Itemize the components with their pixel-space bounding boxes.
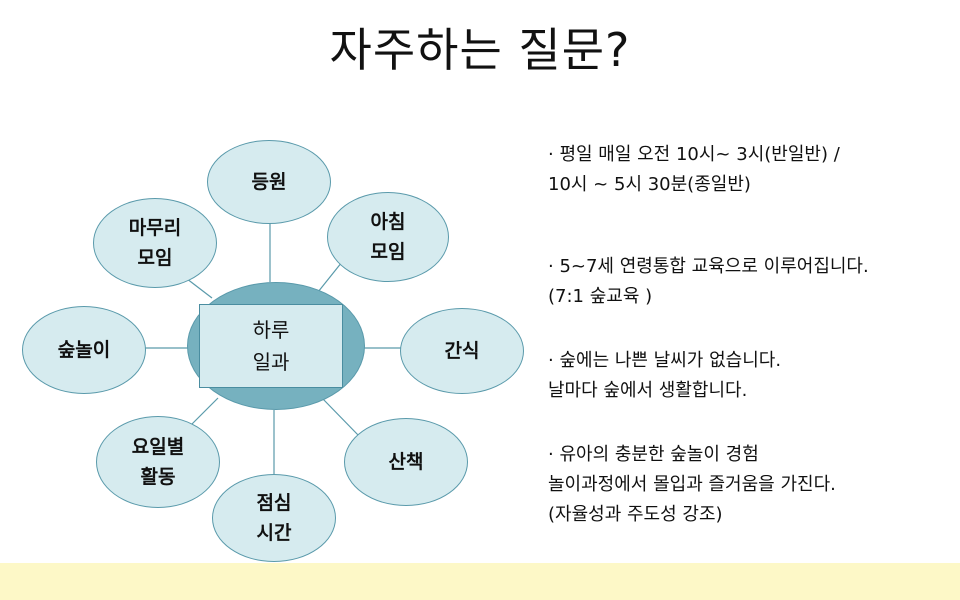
node-label: 간식 (444, 340, 480, 362)
faq-line: · 숲에는 나쁜 날씨가 없습니다. (548, 350, 782, 371)
faq-line: · 평일 매일 오전 10시~ 3시(반일반) / (548, 144, 840, 165)
faq-line: · 유아의 충분한 숲놀이 경험 (548, 444, 759, 465)
faq-item-weather: · 숲에는 나쁜 날씨가 없습니다. 날마다 숲에서 생활합니다. (548, 346, 781, 406)
footer-band (0, 563, 960, 600)
node-snack: 간식 (400, 308, 524, 394)
faq-line: 10시 ~ 5시 30분(종일반) (548, 174, 751, 195)
node-label: 아침 (370, 211, 406, 233)
node-label: 시간 (256, 522, 292, 544)
node-label: 요일별 (131, 436, 185, 458)
center-label-line-2: 일과 (252, 350, 290, 374)
node-drop-off: 등원 (207, 140, 331, 224)
node-label: 모임 (137, 247, 173, 269)
center-label-line-1: 하루 (252, 318, 290, 342)
node-walk: 산책 (344, 418, 468, 506)
faq-line: (자율성과 주도성 강조) (548, 504, 723, 525)
node-closing-meeting: 마무리 모임 (93, 198, 217, 288)
node-weekday-activity: 요일별 활동 (96, 416, 220, 508)
node-label: 숲놀이 (57, 339, 111, 361)
page-title: 자주하는 질문? (329, 23, 631, 77)
center-label-box: 하루 일과 (199, 304, 343, 388)
node-lunch: 점심 시간 (212, 474, 336, 562)
node-label: 활동 (140, 466, 176, 488)
faq-item-ages: · 5~7세 연령통합 교육으로 이루어집니다. (7:1 숲교육 ) (548, 252, 869, 312)
connector-weekday-activity (189, 397, 219, 427)
faq-line: (7:1 숲교육 ) (548, 286, 653, 307)
node-label: 등원 (251, 171, 287, 193)
node-label: 마무리 (128, 217, 182, 239)
node-label: 점심 (256, 492, 292, 514)
faq-line: 날마다 숲에서 생활합니다. (548, 380, 748, 401)
node-morning-meeting: 아침 모임 (327, 192, 449, 282)
faq-line: · 5~7세 연령통합 교육으로 이루어집니다. (548, 256, 869, 277)
faq-item-play: · 유아의 충분한 숲놀이 경험 놀이과정에서 몰입과 즐거움을 가진다. (자… (548, 440, 836, 530)
node-forest-play: 숲놀이 (22, 306, 146, 394)
node-label: 모임 (370, 241, 406, 263)
faq-line: 놀이과정에서 몰입과 즐거움을 가진다. (548, 474, 836, 495)
node-label: 산책 (388, 451, 424, 473)
connector-walk (321, 397, 361, 438)
faq-item-hours: · 평일 매일 오전 10시~ 3시(반일반) / 10시 ~ 5시 30분(종… (548, 140, 840, 200)
